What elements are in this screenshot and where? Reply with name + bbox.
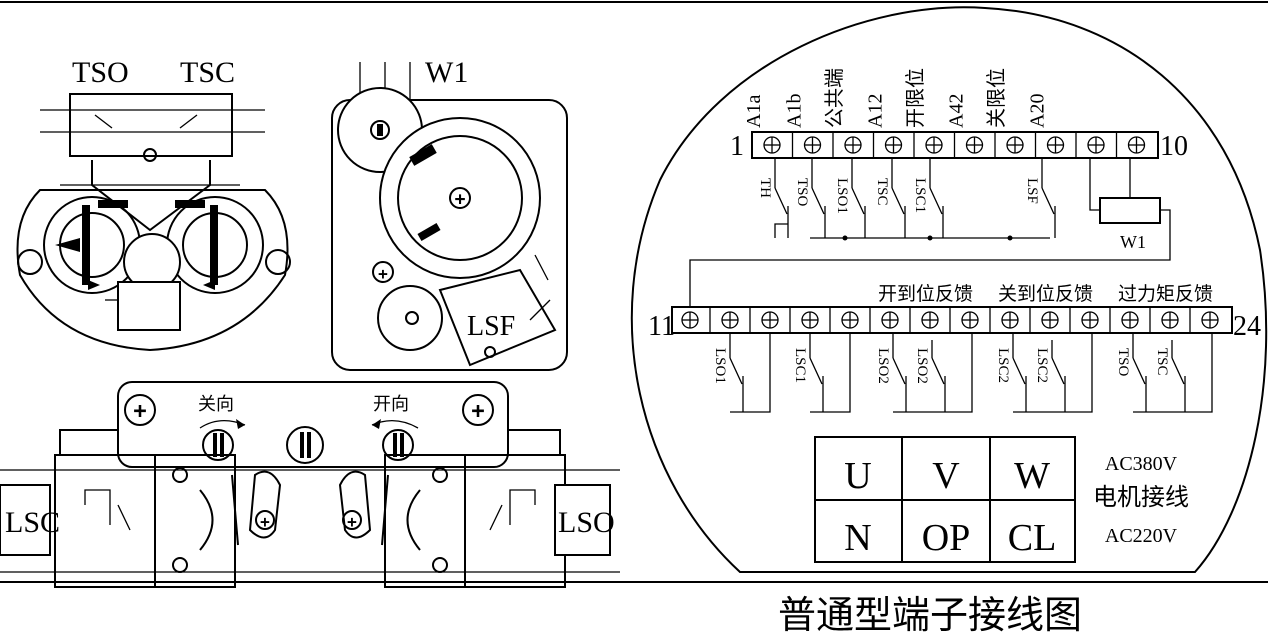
switch-label: LSF bbox=[1024, 178, 1040, 204]
terminal-label-3: 公共端 bbox=[823, 68, 846, 128]
motor-cell-u: U bbox=[844, 455, 871, 497]
limit-switch-assembly: + + 关向 开向 bbox=[0, 381, 620, 588]
motor-wiring-label: 电机接线 bbox=[1093, 484, 1189, 511]
terminal-24-number: 24 bbox=[1233, 311, 1261, 342]
feedback-close: 关到位反馈 bbox=[998, 283, 1093, 305]
terminal-label-2: A1b bbox=[784, 94, 806, 128]
svg-text:+: + bbox=[347, 512, 357, 531]
svg-text:+: + bbox=[455, 189, 466, 210]
terminal-label-5: 开限位 bbox=[904, 68, 927, 128]
svg-text:+: + bbox=[471, 399, 484, 424]
row1-switch-wiring: TH TSO LSO1 TSC LSC1 LSF bbox=[757, 158, 1056, 238]
terminal-strip-bottom-screws bbox=[681, 307, 1219, 333]
motor-cell-cl: CL bbox=[1008, 517, 1057, 559]
tso-label: TSO bbox=[72, 56, 129, 89]
switch-label: LSO2 bbox=[914, 348, 930, 384]
diagram-caption: 普通型端子接线图 bbox=[778, 595, 1082, 635]
row2-switch-wiring: LSO1 LSC1 LSO2 LSO2 LSC2 LSC2 TSO TSC bbox=[712, 333, 1213, 413]
terminal-11-number: 11 bbox=[648, 311, 675, 342]
w1-label-right: W1 bbox=[1120, 232, 1146, 252]
motor-cell-v: V bbox=[932, 455, 960, 497]
switch-label: LSC2 bbox=[1034, 348, 1050, 383]
svg-text:+: + bbox=[260, 512, 270, 531]
voltage-380: AC380V bbox=[1105, 453, 1178, 475]
terminal-label-6: A42 bbox=[946, 94, 968, 128]
terminal-strip-top-screws bbox=[763, 132, 1146, 158]
motor-cell-op: OP bbox=[922, 517, 971, 559]
motor-cell-n: N bbox=[844, 517, 871, 559]
switch-label: LSO1 bbox=[834, 178, 850, 214]
voltage-220: AC220V bbox=[1105, 525, 1178, 547]
switch-label: LSC2 bbox=[995, 348, 1011, 383]
row1-labels: A1a A1b 公共端 A12 开限位 A42 关限位 A20 bbox=[743, 68, 1049, 128]
lso-label-left: LSO bbox=[558, 506, 615, 539]
w1-label-left: W1 bbox=[425, 56, 468, 89]
switch-label: LSO1 bbox=[712, 348, 728, 384]
terminal-strip-bottom bbox=[671, 306, 1233, 334]
switch-label: LSO2 bbox=[875, 348, 891, 384]
switch-label: TSO bbox=[794, 178, 810, 207]
terminal-label-1: A1a bbox=[743, 95, 765, 128]
terminal-wiring-diagram: A1a A1b 公共端 A12 开限位 A42 关限位 A20 1 10 11 24 TH TS… bbox=[630, 6, 1268, 573]
terminal-label-8: A20 bbox=[1027, 94, 1049, 128]
close-direction-label: 关向 bbox=[198, 394, 234, 414]
switch-label: TH bbox=[757, 178, 773, 198]
terminal-10-number: 10 bbox=[1160, 131, 1188, 162]
feedback-torque: 过力矩反馈 bbox=[1118, 283, 1213, 305]
terminal-label-7: 关限位 bbox=[985, 68, 1008, 128]
svg-text:+: + bbox=[378, 264, 388, 283]
cam-assembly: W1 + + LSF bbox=[331, 56, 568, 371]
motor-table: U V W N OP CL AC380V 电机接线 AC220V bbox=[814, 436, 1189, 563]
switch-label: TSO bbox=[1115, 348, 1131, 377]
tsc-label: TSC bbox=[180, 56, 235, 89]
switch-label: LSC1 bbox=[792, 348, 808, 383]
open-direction-label: 开向 bbox=[373, 394, 409, 414]
switch-label: TSC bbox=[1154, 348, 1170, 376]
lsf-label-left: LSF bbox=[467, 311, 515, 342]
terminal-1-number: 1 bbox=[730, 131, 744, 162]
terminal-label-4: A12 bbox=[865, 94, 887, 128]
motor-cell-w: W bbox=[1014, 455, 1050, 497]
svg-text:+: + bbox=[133, 399, 146, 424]
switch-label: LSC1 bbox=[912, 178, 928, 213]
switch-label: TSC bbox=[874, 178, 890, 206]
torque-switch-assembly: TSO TSC bbox=[16, 56, 291, 352]
feedback-open: 开到位反馈 bbox=[878, 283, 973, 305]
lsc-label-left: LSC bbox=[5, 506, 60, 539]
